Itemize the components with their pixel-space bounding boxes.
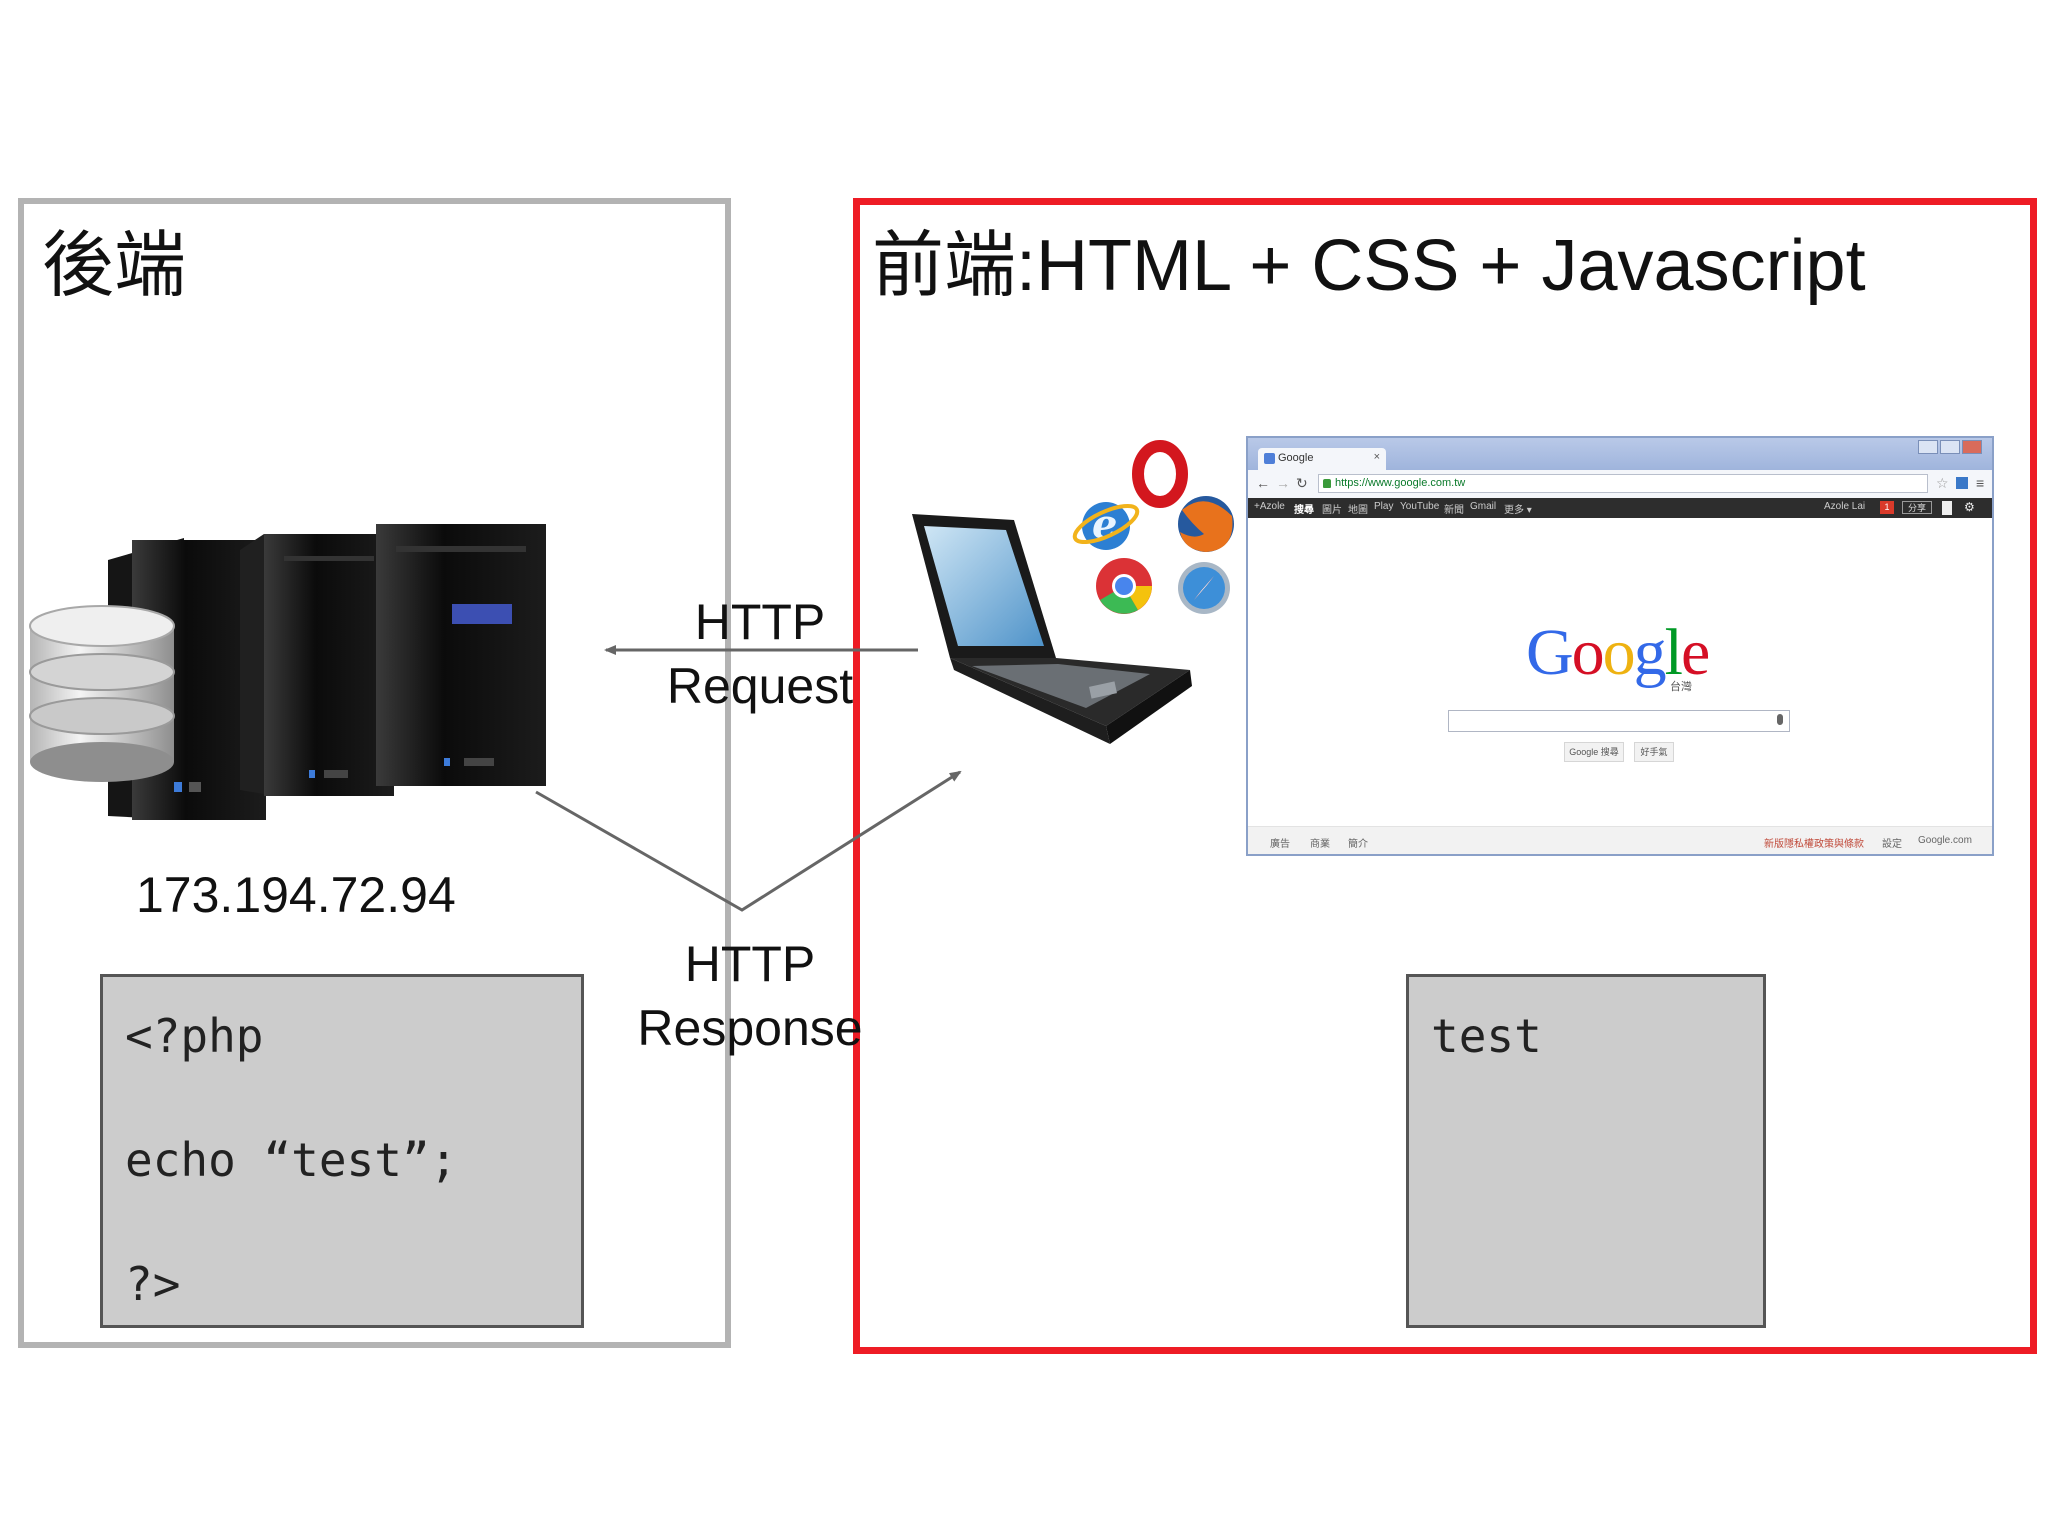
notification-badge[interactable]: 1 xyxy=(1880,501,1894,514)
tab-title: Google xyxy=(1278,452,1314,464)
code-line: <?php xyxy=(125,1009,264,1063)
backend-title: 後端 xyxy=(42,226,187,306)
footer-link[interactable]: 設定 xyxy=(1882,839,1902,850)
server-ip: 173.194.72.94 xyxy=(136,867,456,923)
search-input[interactable] xyxy=(1448,710,1790,732)
microphone-icon[interactable] xyxy=(1777,714,1783,725)
back-arrow-icon[interactable]: ← xyxy=(1256,475,1270,491)
logo-letter: e xyxy=(1681,616,1710,689)
browser-titlebar: Google × xyxy=(1248,438,1992,470)
logo-letter: l xyxy=(1664,616,1683,689)
firefox-icon xyxy=(1178,496,1234,552)
google-favicon-icon xyxy=(1264,453,1275,464)
browser-addressbar: ← → ↻ https://www.google.com.tw ☆ ≡ xyxy=(1248,470,1992,499)
maximize-icon[interactable] xyxy=(1940,440,1960,454)
label-line: HTTP xyxy=(684,936,816,992)
safari-icon xyxy=(1178,562,1230,614)
opera-icon xyxy=(1132,440,1188,508)
reload-icon[interactable]: ↻ xyxy=(1296,475,1308,491)
label-line: Request xyxy=(666,658,854,714)
footer-link[interactable]: 簡介 xyxy=(1348,839,1368,850)
server-tower-icon xyxy=(240,534,394,796)
footer-link[interactable]: 新版隱私權政策與條款 xyxy=(1764,839,1864,850)
gbar-item[interactable]: 新聞 xyxy=(1444,505,1464,516)
backend-panel xyxy=(18,198,731,1348)
logo-letter: o xyxy=(1602,616,1636,689)
share-button[interactable]: 分享 xyxy=(1902,501,1932,514)
gbar-item[interactable]: YouTube xyxy=(1400,501,1440,512)
chrome-icon xyxy=(1096,558,1152,614)
server-illustration xyxy=(29,524,546,820)
menu-icon[interactable]: ≡ xyxy=(1976,475,1985,491)
browser-logos: e xyxy=(1072,440,1234,614)
output-box: test xyxy=(1406,974,1766,1328)
tab-close-icon[interactable]: × xyxy=(1373,451,1380,463)
frontend-panel xyxy=(853,198,2037,1354)
label-line: HTTP xyxy=(694,594,826,650)
database-icon xyxy=(29,605,175,782)
php-code-box: <?php echo “test”; ?> xyxy=(100,974,584,1328)
footer-link[interactable]: 廣告 xyxy=(1270,839,1290,850)
google-logo: Google xyxy=(1526,620,1710,686)
feeling-lucky-button[interactable]: 好手氣 xyxy=(1634,742,1674,762)
logo-letter: G xyxy=(1526,616,1574,689)
forward-arrow-icon[interactable]: → xyxy=(1276,475,1290,491)
gbar-item[interactable]: Play xyxy=(1374,501,1394,512)
code-line: echo “test”; xyxy=(125,1133,458,1187)
http-request-label: HTTP Request xyxy=(660,590,860,718)
google-search-button[interactable]: Google 搜尋 xyxy=(1564,742,1624,762)
star-icon[interactable]: ☆ xyxy=(1936,475,1949,491)
gbar-item[interactable]: 搜尋 xyxy=(1294,505,1314,516)
logo-letter: g xyxy=(1633,616,1667,689)
label-line: Response xyxy=(637,1000,863,1056)
response-arrow xyxy=(535,770,962,912)
window-controls xyxy=(1916,440,1986,456)
google-footer: 廣告 商業 簡介 新版隱私權政策與條款 設定 Google.com xyxy=(1248,826,1992,854)
gbar-item[interactable]: 更多 ▾ xyxy=(1504,505,1532,516)
gear-icon[interactable]: ⚙ xyxy=(1964,500,1975,514)
extension-icon[interactable] xyxy=(1956,477,1968,489)
minimize-icon[interactable] xyxy=(1918,440,1938,454)
gbar-item[interactable]: 圖片 xyxy=(1322,505,1342,516)
internet-explorer-icon: e xyxy=(1072,501,1140,550)
url-field[interactable]: https://www.google.com.tw xyxy=(1318,474,1928,493)
gbar-item[interactable]: +Azole xyxy=(1254,501,1285,512)
output-text: test xyxy=(1431,1009,1542,1063)
server-tower-icon xyxy=(376,524,546,786)
google-region-label: 台灣 xyxy=(1670,681,1692,693)
browser-tab[interactable]: Google × xyxy=(1258,448,1386,470)
avatar[interactable] xyxy=(1942,501,1952,515)
code-line: ?> xyxy=(125,1257,181,1311)
browser-window: Google × ← → ↻ https://www.google.com.tw… xyxy=(1246,436,1994,856)
http-response-label: HTTP Response xyxy=(630,932,870,1060)
frontend-title: 前端:HTML + CSS + Javascript xyxy=(872,226,1866,306)
user-name[interactable]: Azole Lai xyxy=(1824,501,1866,512)
footer-link[interactable]: 商業 xyxy=(1310,839,1330,850)
logo-letter: o xyxy=(1571,616,1605,689)
gbar-item[interactable]: 地圖 xyxy=(1348,505,1368,516)
close-icon[interactable] xyxy=(1962,440,1982,454)
footer-link[interactable]: Google.com xyxy=(1918,835,1972,846)
url-text: https://www.google.com.tw xyxy=(1335,477,1466,489)
lock-icon xyxy=(1323,479,1331,488)
gbar-item[interactable]: Gmail xyxy=(1470,501,1497,512)
google-bar: +Azole 搜尋 圖片 地圖 Play YouTube 新聞 Gmail 更多… xyxy=(1248,498,1992,518)
laptop-icon xyxy=(912,514,1192,744)
